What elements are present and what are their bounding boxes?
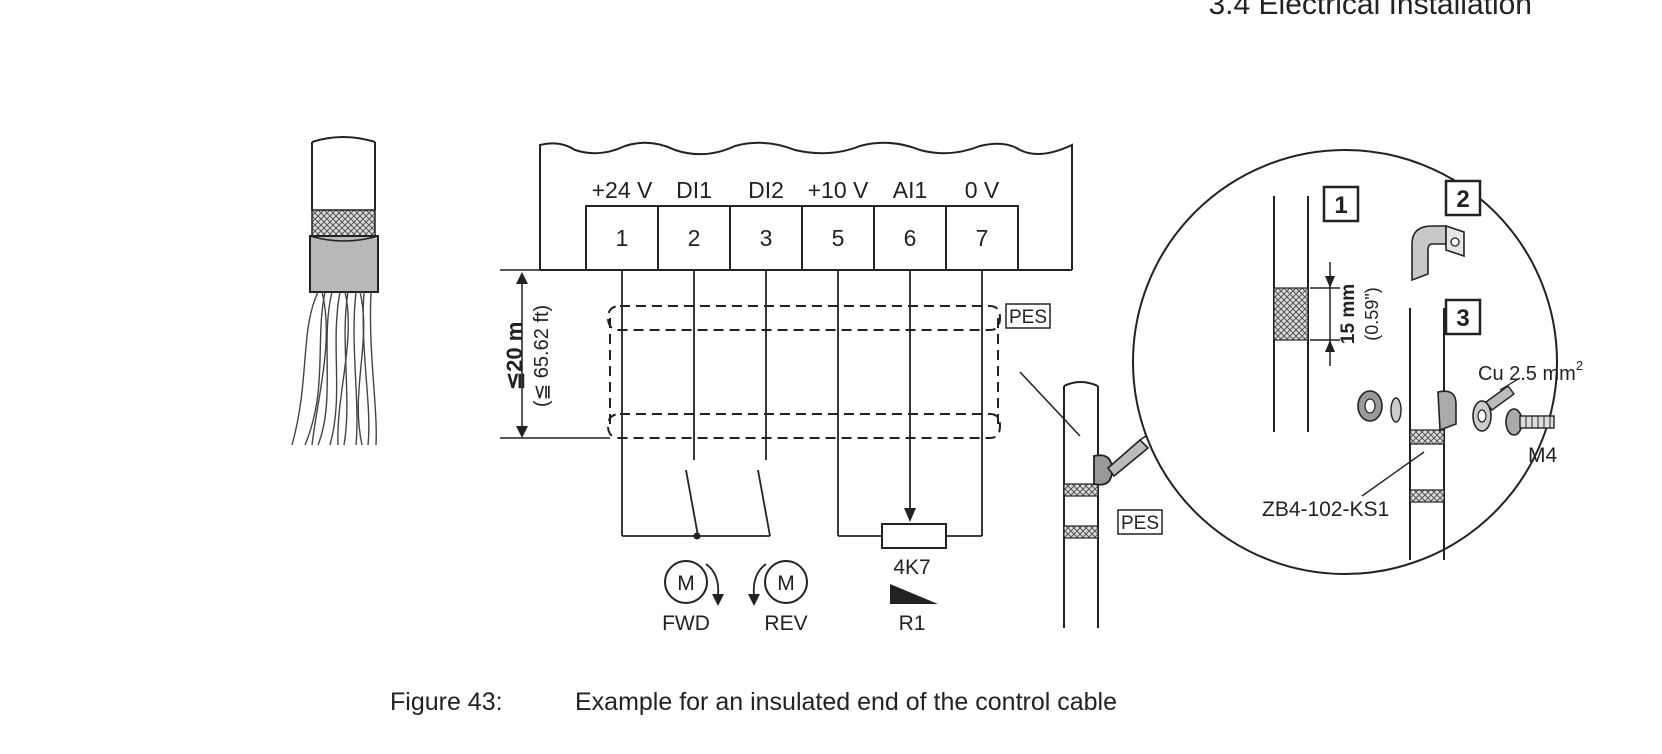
conductor-label: Cu 2.5 mm2 — [1478, 358, 1583, 385]
detail-item-3: 3 — [1456, 305, 1469, 332]
figure-number: Figure 43: — [390, 688, 503, 716]
max-length-metric: ≦20 m — [502, 322, 527, 391]
figure-caption: Figure 43: Example for an insulated end o… — [390, 688, 1117, 717]
terminal-label-6: AI1 — [893, 177, 928, 203]
ring-terminal-icon — [1472, 385, 1515, 432]
terminal-number-5: 5 — [832, 225, 845, 251]
terminal-number-1: 1 — [616, 225, 629, 251]
resistor-value-label: 4K7 — [893, 556, 930, 579]
motor-rev-symbol: M — [777, 572, 795, 595]
detail-item-1: 1 — [1334, 192, 1347, 219]
stripped-cable-illustration — [291, 136, 379, 446]
terminal-number-7: 7 — [976, 225, 989, 251]
pes-label-top: PES — [1005, 303, 1051, 329]
shielded-control-cable — [606, 305, 1002, 439]
terminal-label-2: DI1 — [676, 177, 712, 203]
washer-icon — [1390, 397, 1402, 423]
motor-fwd-symbol: M — [677, 572, 695, 595]
fwd-label: FWD — [662, 612, 710, 635]
motor-rev: M REV — [748, 560, 808, 635]
motor-fwd: M FWD — [662, 560, 724, 635]
screw-size-label: M4 — [1528, 444, 1557, 467]
screw-icon — [1505, 408, 1555, 436]
pes-top-text: PES — [1009, 307, 1047, 328]
terminal-number-6: 6 — [904, 225, 917, 251]
terminal-number-2: 2 — [688, 225, 701, 251]
terminal-label-7: 0 V — [965, 177, 1000, 203]
strip-length-metric: 15 mm — [1338, 284, 1359, 344]
control-wiring — [621, 270, 983, 537]
terminal-block: +24 V DI1 DI2 +10 V AI1 0 V 1 2 3 5 6 7 — [539, 141, 1073, 271]
terminal-label-5: +10 V — [808, 177, 869, 203]
strip-length-imperial: (0.59") — [1362, 287, 1382, 340]
rev-label: REV — [764, 612, 807, 635]
detail-circle: 1 15 mm (0.59") 2 3 — [1132, 149, 1583, 575]
pes-bottom-text: PES — [1121, 513, 1159, 534]
length-dimension: ≦20 m (≦ 65.62 ft) — [500, 269, 610, 439]
terminal-label-1: +24 V — [592, 177, 653, 203]
max-length-imperial: (≦ 65.62 ft) — [531, 305, 553, 407]
section-header: 3.4 Electrical Installation — [1208, 0, 1533, 21]
clamp-part-label: ZB4-102-KS1 — [1262, 498, 1389, 521]
potentiometer: 4K7 R1 — [881, 523, 947, 635]
terminal-label-3: DI2 — [748, 177, 784, 203]
detail-item-2: 2 — [1456, 186, 1469, 213]
figure-caption-text: Example for an insulated end of the cont… — [575, 688, 1118, 716]
nut-icon — [1357, 390, 1383, 422]
potentiometer-label: R1 — [899, 612, 926, 635]
terminal-number-3: 3 — [760, 225, 773, 251]
